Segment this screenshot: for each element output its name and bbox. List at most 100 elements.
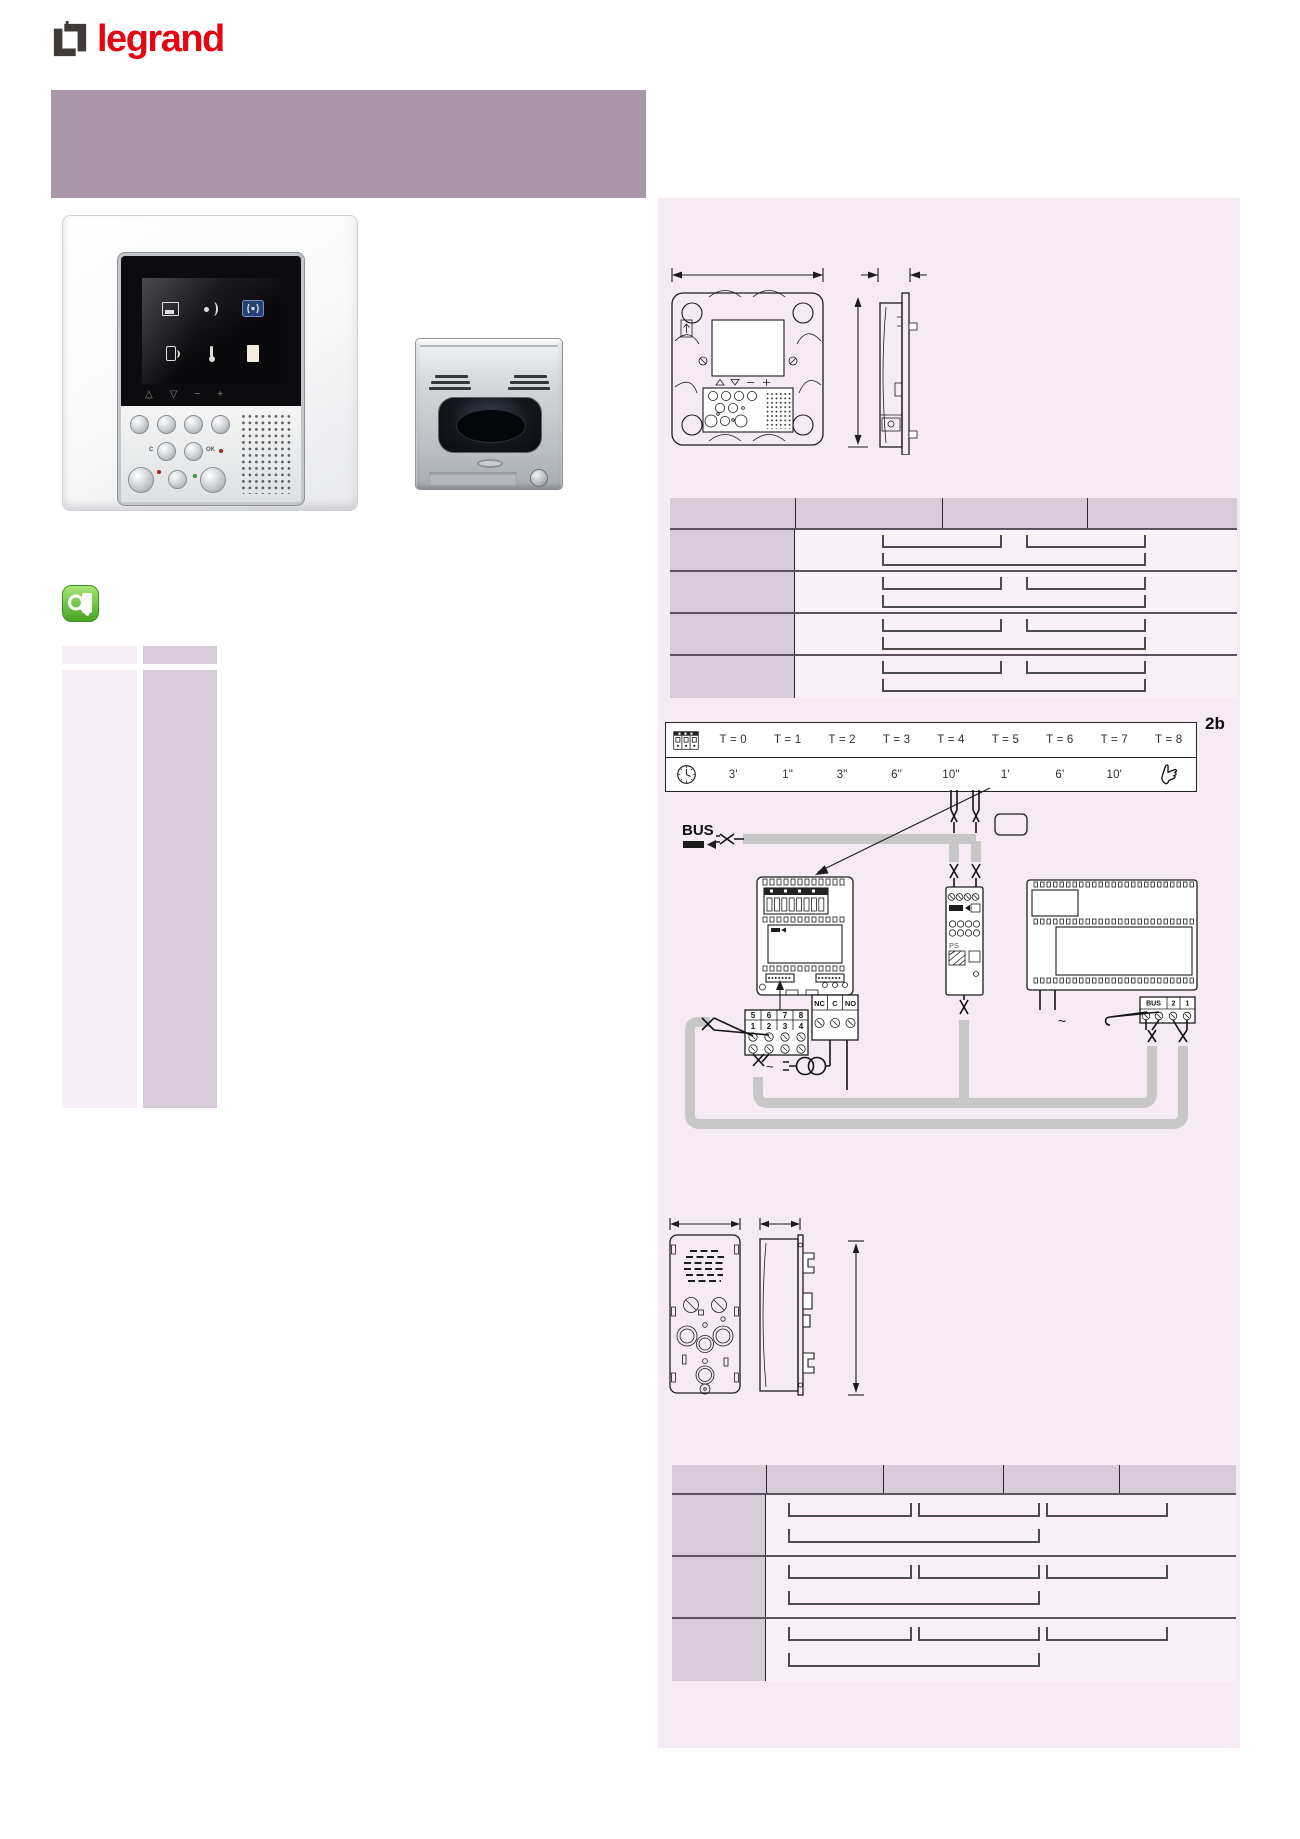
bus-icon — [683, 841, 704, 848]
product-photo-video-internal-unit: △ ▽ − + C OK — [62, 215, 358, 511]
entrance-panel-dimension-drawing — [669, 1218, 864, 1396]
video-unit-dimension-drawing — [671, 268, 927, 455]
keypad-button — [184, 442, 203, 461]
red-led — [157, 470, 161, 474]
svg-text:1: 1 — [1186, 1001, 1190, 1008]
preview-zoom-icon — [62, 585, 99, 622]
technical-data-panel: T = 0 T = 1 T = 2 T = 3 T = 4 T = 5 T = … — [658, 198, 1240, 1748]
switch-setting: T = 2 — [828, 734, 856, 746]
timer-settings-table: T = 0 T = 1 T = 2 T = 3 T = 4 T = 5 T = … — [665, 722, 1197, 792]
thermometer-icon — [208, 345, 215, 362]
svg-text:6: 6 — [767, 1011, 772, 1020]
svg-text:BUS: BUS — [1146, 1001, 1161, 1008]
svg-text:2: 2 — [1172, 1001, 1176, 1008]
wiring-diagram: BUS — [682, 787, 1198, 1129]
relay-timer-module — [756, 876, 854, 996]
up-symbol: △ — [145, 389, 153, 400]
svg-text:8: 8 — [799, 1011, 804, 1020]
transformer-icon — [783, 1056, 830, 1076]
keypad-button — [130, 415, 149, 434]
time-value-row: 3' 1" 3" 6" 10" 1' 6' 10' — [666, 757, 1196, 791]
svg-text:1: 1 — [751, 1022, 756, 1031]
table-header-row — [670, 498, 1237, 530]
table-row — [670, 572, 1237, 614]
time-value: 3" — [836, 768, 848, 781]
switch-setting: T = 8 — [1155, 734, 1183, 746]
svg-text:3: 3 — [783, 1022, 788, 1031]
switch-setting: T = 4 — [937, 734, 965, 746]
switch-setting: T = 6 — [1046, 734, 1074, 746]
table-row — [670, 656, 1237, 698]
title-banner — [51, 90, 646, 198]
video-unit: △ ▽ − + C OK — [121, 256, 301, 502]
reference-column-shaded — [143, 670, 217, 1108]
door-open-button — [128, 467, 154, 493]
logo-wordmark: legrand — [97, 18, 225, 60]
switch-setting: T = 3 — [882, 734, 911, 746]
product-photo-entrance-panel — [415, 338, 563, 490]
camera-lens — [456, 409, 526, 443]
legrand-logo: legrand — [51, 18, 225, 61]
entrance-panel-reference-table — [672, 1465, 1236, 1681]
ac-symbol: ~ — [1058, 1013, 1066, 1029]
speaker-slots-right — [508, 375, 550, 394]
speaker-grille — [241, 414, 293, 494]
camera-window — [438, 397, 542, 453]
svg-text:4: 4 — [799, 1022, 804, 1031]
switch-setting: T = 1 — [773, 734, 802, 746]
door-icon — [246, 345, 259, 362]
time-value: 10" — [942, 768, 960, 781]
speaker-slots-left — [429, 375, 471, 394]
phone-icon — [165, 346, 180, 361]
main-power-supply-module: ~ — [1026, 879, 1198, 1029]
switch-setting: T = 0 — [719, 734, 747, 746]
call-button — [530, 469, 548, 487]
twisted-pair-icon — [716, 833, 744, 845]
table-row — [672, 1557, 1236, 1619]
softkey-symbols: △ ▽ − + — [145, 390, 265, 400]
time-value: 6' — [1055, 768, 1065, 781]
table-row — [672, 1495, 1236, 1557]
time-value: 1' — [1000, 768, 1010, 781]
switch-setting: T = 7 — [1100, 734, 1128, 746]
power-supply-label: PS — [949, 941, 959, 950]
dip-switch-row: T = 0 T = 1 T = 2 T = 3 T = 4 T = 5 T = … — [666, 723, 1196, 757]
reference-column-light — [62, 670, 137, 1108]
table-row — [670, 530, 1237, 572]
name-label-window — [429, 472, 517, 485]
down-symbol: ▽ — [169, 389, 178, 400]
bus-label: BUS — [682, 822, 714, 839]
keypad-button — [157, 442, 176, 461]
time-value: 10' — [1106, 768, 1123, 781]
switch-setting: T = 5 — [991, 734, 1020, 746]
svg-text:C: C — [832, 999, 838, 1008]
power-supply-module: PS — [945, 886, 984, 996]
table-row — [670, 614, 1237, 656]
keypad-button — [211, 415, 230, 434]
video-unit-reference-table — [670, 498, 1237, 698]
red-led — [219, 449, 223, 453]
svg-text:2: 2 — [767, 1022, 772, 1031]
night-mode-icon — [203, 301, 221, 316]
time-value: 6" — [891, 768, 902, 781]
keypad-button — [168, 470, 187, 489]
clock-icon — [666, 764, 706, 785]
minus-symbol: − — [194, 389, 201, 400]
clear-key-label: C — [149, 447, 154, 453]
keypad-button — [184, 415, 203, 434]
svg-text:5: 5 — [751, 1011, 756, 1020]
video-unit-keypad: C OK — [121, 406, 301, 502]
table-row — [672, 1619, 1236, 1681]
relay-contact-block: NC C NO — [811, 994, 859, 1090]
dip-switch-icon — [666, 730, 706, 750]
reference-column-header-shaded — [143, 646, 217, 664]
svg-text:NC: NC — [814, 999, 825, 1008]
time-value: 3' — [728, 768, 738, 781]
video-unit-screen — [142, 278, 281, 384]
terminal-block: 5 6 7 8 1 2 3 4 — [701, 1009, 809, 1067]
svg-text:NO: NO — [845, 999, 856, 1008]
press-hand-icon — [1142, 760, 1196, 789]
time-value: 1" — [782, 768, 794, 781]
green-led — [193, 474, 197, 478]
